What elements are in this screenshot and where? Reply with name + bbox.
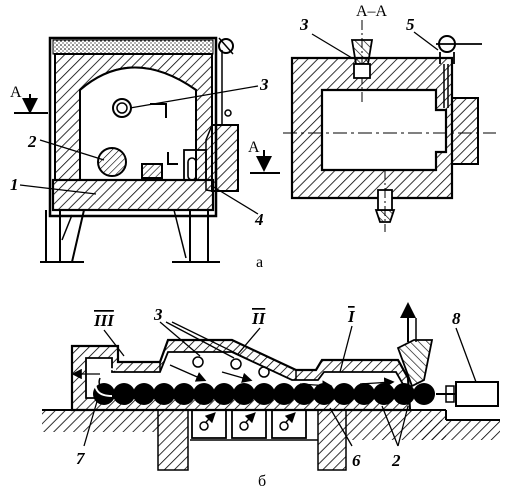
label-8-pusher: 8 — [452, 309, 461, 328]
zone-label-one: I — [347, 307, 356, 326]
label-4-door: 4 — [254, 210, 264, 229]
label-3-heater: 3 — [259, 75, 269, 94]
chamber-furnace-front-view: А А 3 2 1 4 а — [10, 36, 280, 271]
label-2-supports: 2 — [391, 451, 401, 470]
label-5-fan: 5 — [406, 15, 415, 34]
label-3-burners: 3 — [153, 305, 163, 324]
label-2-workpiece: 2 — [27, 132, 37, 151]
caption-a: а — [256, 254, 263, 271]
zone-label-two: II — [251, 309, 267, 328]
section-mark-right: А — [248, 139, 260, 156]
label-1-hearth: 1 — [10, 175, 19, 194]
section-mark-left: А — [10, 84, 22, 101]
zone-label-three: III — [93, 311, 115, 330]
roller-hearth-furnace: III 3 II I 8 7 6 2 б — [42, 302, 500, 490]
label-7-exit: 7 — [76, 449, 86, 468]
roller-row — [93, 383, 435, 405]
section-title: А–А — [356, 3, 388, 20]
caption-b: б — [258, 473, 266, 490]
label-6-rollers: 6 — [352, 451, 361, 470]
label-3-burner: 3 — [299, 15, 309, 34]
section-a-a: А–А 3 5 — [283, 3, 496, 232]
